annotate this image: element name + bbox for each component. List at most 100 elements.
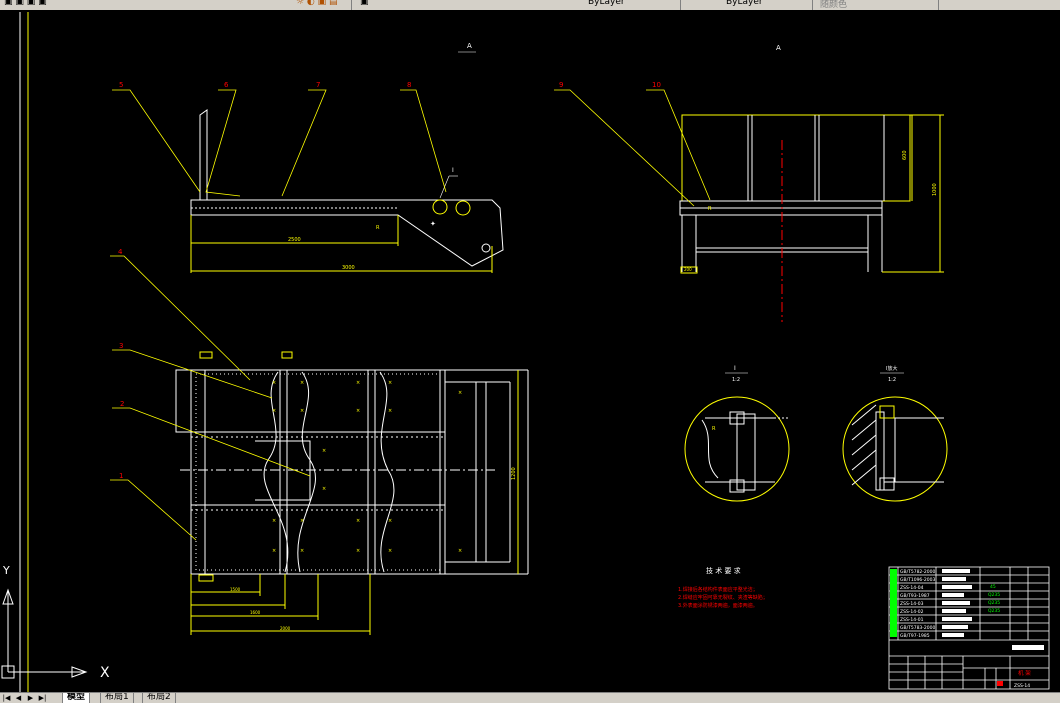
part-label-4: 4 bbox=[118, 248, 123, 256]
svg-text:1200: 1200 bbox=[511, 467, 517, 480]
part-label-8: 8 bbox=[407, 81, 411, 89]
detail-view-1: I 1:2 R bbox=[684, 365, 790, 502]
svg-text:I: I bbox=[452, 167, 454, 174]
svg-text:GB/T93-1987: GB/T93-1987 bbox=[900, 593, 930, 599]
plan-view-marks: × × × × × × × × × × × × × × × × × × × × bbox=[272, 380, 462, 554]
svg-text:×: × bbox=[356, 548, 360, 554]
layer-state-icon[interactable]: ☼ ◐ ▣ ▤ bbox=[296, 0, 338, 7]
svg-text:1000: 1000 bbox=[932, 183, 938, 196]
svg-text:I放大: I放大 bbox=[886, 365, 897, 372]
svg-text:ZSS-14-02: ZSS-14-02 bbox=[900, 609, 924, 615]
part-label-1: 1 bbox=[119, 472, 123, 480]
svg-text:×: × bbox=[388, 548, 392, 554]
svg-text:Q235: Q235 bbox=[988, 608, 1000, 614]
next-tab-icon[interactable]: ▶ bbox=[27, 694, 34, 702]
svg-text:×: × bbox=[272, 380, 276, 386]
part-label-9: 9 bbox=[559, 81, 563, 89]
svg-text:200: 200 bbox=[684, 267, 692, 272]
svg-text:1:2: 1:2 bbox=[888, 377, 896, 383]
svg-text:Q235: Q235 bbox=[988, 592, 1000, 598]
svg-text:×: × bbox=[322, 486, 326, 492]
plotstyle-dropdown[interactable]: 随颜色 bbox=[820, 0, 848, 10]
svg-text:×: × bbox=[272, 518, 276, 524]
part-label-6: 6 bbox=[224, 81, 229, 89]
side-view: 600 1000 R 200 bbox=[679, 114, 944, 322]
svg-text:1600: 1600 bbox=[250, 610, 261, 615]
view-label-right: A bbox=[776, 44, 781, 52]
svg-text:×: × bbox=[356, 380, 360, 386]
part-label-7: 7 bbox=[316, 81, 320, 89]
lineweight-dropdown[interactable]: ByLayer bbox=[726, 0, 763, 7]
layout-tab-bar: |◀ ◀ ▶ ▶| 模型 布局1 布局2 bbox=[0, 692, 1060, 703]
svg-text:×: × bbox=[458, 548, 462, 554]
svg-text:×: × bbox=[356, 518, 360, 524]
prev-tab-icon[interactable]: ◀ bbox=[15, 694, 22, 702]
svg-text:×: × bbox=[388, 518, 392, 524]
tab-model[interactable]: 模型 bbox=[62, 693, 91, 703]
part-label-3: 3 bbox=[119, 342, 123, 350]
ucs-x-label: X bbox=[100, 665, 110, 681]
svg-text:×: × bbox=[388, 380, 392, 386]
svg-text:45: 45 bbox=[990, 584, 996, 590]
svg-text:×: × bbox=[300, 548, 304, 554]
ucs-icon: Y X bbox=[1, 564, 110, 681]
part-label-2: 2 bbox=[120, 400, 124, 408]
svg-text:Q235: Q235 bbox=[988, 600, 1000, 606]
front-view: 2500 3000 R ✦ I bbox=[190, 109, 504, 273]
linetype-dropdown[interactable]: ByLayer bbox=[588, 0, 625, 7]
svg-text:1:2: 1:2 bbox=[732, 377, 740, 383]
svg-text:×: × bbox=[356, 408, 360, 414]
drawing-canvas[interactable]: A A 2500 3000 R ✦ I bbox=[0, 10, 1060, 692]
svg-text:3000: 3000 bbox=[342, 265, 355, 271]
svg-text:×: × bbox=[458, 390, 462, 396]
svg-text:×: × bbox=[300, 408, 304, 414]
svg-text:600: 600 bbox=[902, 150, 908, 160]
leader-lines bbox=[110, 89, 711, 541]
svg-text:2000: 2000 bbox=[280, 626, 291, 631]
svg-text:2.焊缝应牢固可靠无裂纹、夹渣等缺陷；: 2.焊缝应牢固可靠无裂纹、夹渣等缺陷； bbox=[678, 594, 768, 601]
title-block bbox=[888, 566, 1050, 690]
svg-text:A: A bbox=[776, 44, 781, 52]
svg-text:ZSS-14-03: ZSS-14-03 bbox=[900, 601, 924, 607]
tech-requirements: 技 术 要 求 1.焊接后各结构件表面应平整光洁； 2.焊缝应牢固可靠无裂纹、夹… bbox=[678, 566, 768, 609]
svg-text:R: R bbox=[376, 225, 380, 231]
svg-text:×: × bbox=[300, 380, 304, 386]
svg-text:×: × bbox=[388, 408, 392, 414]
svg-text:3.外表面涂防锈漆两遍，面漆两遍。: 3.外表面涂防锈漆两遍，面漆两遍。 bbox=[678, 602, 758, 609]
svg-text:×: × bbox=[272, 408, 276, 414]
svg-text:GB/T1096-2003: GB/T1096-2003 bbox=[900, 577, 936, 583]
plan-view: 1500 1600 2000 1200 bbox=[175, 351, 529, 635]
svg-text:ZSS-14-01: ZSS-14-01 bbox=[900, 617, 924, 623]
svg-text:R: R bbox=[708, 206, 712, 212]
svg-text:机 架: 机 架 bbox=[1018, 669, 1031, 677]
toolbar-icons-left[interactable]: ▣ ▣ ▣ ▣ bbox=[4, 0, 47, 7]
svg-text:2500: 2500 bbox=[288, 237, 301, 243]
svg-text:ZSS-14-04: ZSS-14-04 bbox=[900, 585, 924, 591]
part-label-5: 5 bbox=[119, 81, 123, 89]
svg-text:×: × bbox=[300, 518, 304, 524]
svg-text:ZSS-14: ZSS-14 bbox=[1014, 683, 1030, 689]
first-tab-icon[interactable]: |◀ bbox=[2, 694, 11, 702]
title-block-text: GB/T5782-2000 GB/T1096-2003 ZSS-14-04 GB… bbox=[890, 569, 1044, 689]
svg-text:1.焊接后各结构件表面应平整光洁；: 1.焊接后各结构件表面应平整光洁； bbox=[678, 586, 758, 593]
last-tab-icon[interactable]: ▶| bbox=[38, 694, 47, 702]
svg-text:技 术 要 求: 技 术 要 求 bbox=[706, 566, 741, 575]
ucs-y-label: Y bbox=[2, 564, 10, 577]
svg-text:GB/T97-1985: GB/T97-1985 bbox=[900, 633, 930, 639]
part-label-10: 10 bbox=[652, 81, 661, 89]
svg-text:1500: 1500 bbox=[230, 587, 241, 592]
svg-text:GB/T5783-2000: GB/T5783-2000 bbox=[900, 625, 936, 631]
svg-text:I: I bbox=[734, 365, 736, 372]
part-number-labels: 5 6 7 8 9 10 4 3 2 1 bbox=[118, 81, 661, 480]
tab-layout1[interactable]: 布局1 bbox=[100, 693, 134, 703]
view-label-left: A bbox=[458, 42, 476, 53]
detail-view-2: I放大 1:2 bbox=[842, 365, 948, 502]
layer-color-icon[interactable]: ▣ bbox=[360, 0, 369, 7]
svg-text:A: A bbox=[467, 42, 472, 50]
svg-text:×: × bbox=[322, 448, 326, 454]
svg-text:×: × bbox=[272, 548, 276, 554]
svg-text:✦: ✦ bbox=[430, 220, 436, 228]
svg-text:GB/T5782-2000: GB/T5782-2000 bbox=[900, 569, 936, 575]
tab-layout2[interactable]: 布局2 bbox=[142, 693, 176, 703]
svg-text:R: R bbox=[712, 426, 716, 432]
